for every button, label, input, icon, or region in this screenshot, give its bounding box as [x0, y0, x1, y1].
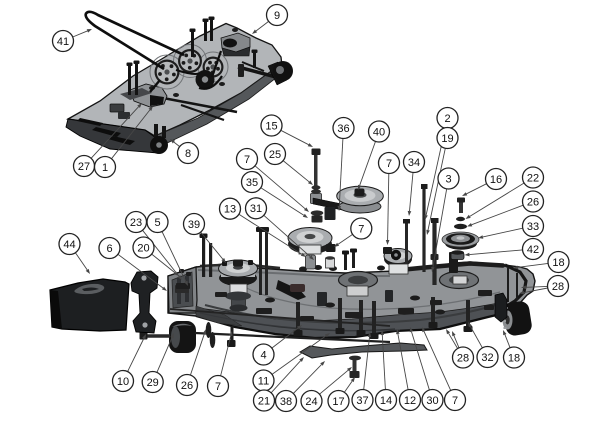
svg-text:35: 35	[246, 177, 258, 189]
svg-text:41: 41	[57, 36, 69, 48]
svg-text:33: 33	[527, 221, 539, 233]
svg-text:22: 22	[527, 172, 539, 184]
svg-text:10: 10	[117, 376, 129, 388]
svg-text:13: 13	[224, 204, 236, 216]
svg-text:38: 38	[280, 396, 292, 408]
svg-text:9: 9	[274, 10, 280, 22]
svg-text:28: 28	[457, 352, 469, 364]
svg-text:7: 7	[358, 223, 364, 235]
svg-text:28: 28	[552, 281, 564, 293]
svg-text:16: 16	[490, 174, 502, 186]
svg-text:3: 3	[445, 173, 451, 185]
svg-text:21: 21	[258, 395, 270, 407]
svg-text:37: 37	[356, 395, 368, 407]
svg-text:27: 27	[78, 161, 90, 173]
svg-text:24: 24	[305, 396, 317, 408]
svg-text:8: 8	[185, 148, 191, 160]
svg-text:26: 26	[527, 196, 539, 208]
svg-text:19: 19	[441, 133, 453, 145]
svg-text:29: 29	[147, 377, 159, 389]
svg-text:18: 18	[508, 352, 520, 364]
svg-text:7: 7	[452, 395, 458, 407]
svg-text:31: 31	[250, 203, 262, 215]
svg-text:40: 40	[373, 126, 385, 138]
svg-text:17: 17	[332, 396, 344, 408]
svg-text:15: 15	[265, 120, 277, 132]
svg-text:36: 36	[337, 123, 349, 135]
svg-text:5: 5	[154, 217, 160, 229]
svg-text:26: 26	[181, 380, 193, 392]
svg-text:6: 6	[106, 243, 112, 255]
svg-text:7: 7	[386, 158, 392, 170]
svg-text:4: 4	[260, 349, 266, 361]
svg-text:20: 20	[137, 242, 149, 254]
svg-text:7: 7	[244, 154, 250, 166]
svg-text:1: 1	[102, 162, 108, 174]
svg-text:25: 25	[269, 149, 281, 161]
svg-text:32: 32	[481, 352, 493, 364]
svg-text:2: 2	[444, 113, 450, 125]
svg-text:34: 34	[408, 157, 420, 169]
svg-text:12: 12	[404, 395, 416, 407]
svg-text:44: 44	[63, 239, 75, 251]
svg-text:14: 14	[380, 395, 392, 407]
svg-text:42: 42	[527, 244, 539, 256]
svg-text:18: 18	[552, 257, 564, 269]
svg-text:30: 30	[426, 395, 438, 407]
svg-text:39: 39	[188, 219, 200, 231]
svg-text:7: 7	[215, 381, 221, 393]
svg-text:11: 11	[258, 375, 269, 387]
svg-text:23: 23	[130, 217, 142, 229]
